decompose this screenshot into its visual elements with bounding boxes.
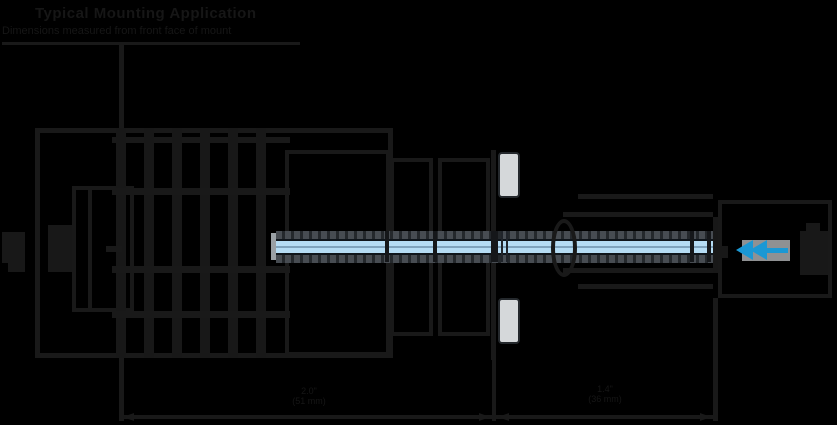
dim-arrowhead-icon: [700, 413, 711, 421]
dim-arrowhead-icon: [123, 413, 134, 421]
fin-plate: [144, 128, 154, 358]
cylinder-outer-top: [578, 194, 713, 199]
fiber-connector-cap: [806, 223, 820, 233]
inner-cell-divider: [88, 186, 92, 312]
light-direction-arrow-icon: [736, 240, 753, 260]
axis-stub: [106, 246, 122, 252]
rod-thread-section-mark: [501, 231, 503, 262]
adjustment-knob: [2, 232, 25, 263]
dimension-right-mm: (36 mm): [588, 394, 622, 404]
rod-segment-divider: [385, 231, 389, 262]
knob-boss: [48, 225, 74, 272]
dim-arrowhead-icon: [479, 413, 490, 421]
dimension-line: [121, 415, 716, 419]
dimension-label-right: 1.4" (36 mm): [580, 384, 630, 404]
fin-plate: [116, 128, 126, 358]
fin-plate: [200, 128, 210, 358]
diagram-subtitle: Dimensions measured from front face of m…: [2, 25, 232, 37]
rod-segment-divider: [491, 231, 498, 262]
dimension-left-mm: (51 mm): [292, 396, 326, 406]
adjustment-knob-step: [8, 263, 25, 272]
cylinder-outer-bottom: [578, 284, 713, 289]
bumper-pad-top: [498, 152, 520, 198]
dimension-left-inches: 2.0": [301, 386, 317, 396]
diagram-title: Typical Mounting Application: [35, 5, 257, 22]
extension-line-mid: [492, 358, 496, 421]
fin-plate: [172, 128, 182, 358]
bumper-pad-bottom: [498, 298, 520, 344]
cylinder-end-wall: [713, 217, 722, 273]
stack-rail-bottom: [112, 311, 290, 318]
rod-segment-divider: [690, 231, 694, 262]
fin-plate: [256, 128, 266, 358]
fiber-connector-silhouette: [800, 231, 828, 275]
extension-line-right: [713, 298, 718, 421]
dimension-label-left: 2.0" (51 mm): [284, 386, 334, 406]
inner-cell-box: [72, 186, 134, 312]
dim-arrowhead-icon: [498, 413, 509, 421]
rod-end-cap: [271, 233, 278, 260]
rod-thread-section-mark: [506, 231, 508, 262]
fin-plate: [228, 128, 238, 358]
light-direction-arrow-icon: [750, 240, 767, 260]
threaded-rod: [271, 231, 713, 263]
light-direction-arrow-tail: [764, 248, 788, 253]
stack-rail-lower: [112, 266, 290, 273]
subtitle-leader-line: [2, 42, 300, 45]
stack-rail-upper: [112, 188, 290, 195]
dimension-right-inches: 1.4": [597, 384, 613, 394]
housing-bore-nub: [718, 246, 728, 258]
cylinder-nose-arc: [551, 219, 577, 277]
rod-segment-divider: [707, 231, 711, 262]
cylinder-inner-bottom: [563, 268, 713, 273]
rod-segment-divider: [433, 231, 437, 262]
cylinder-inner-top: [563, 212, 713, 217]
